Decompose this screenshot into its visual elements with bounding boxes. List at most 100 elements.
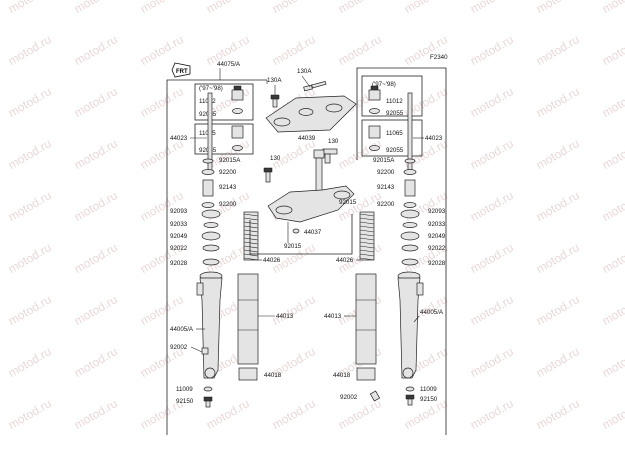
watermark-text: motod.ru — [600, 0, 625, 16]
right-collar — [404, 179, 416, 197]
label-92015A-left: 92015A — [219, 157, 241, 164]
right-adjuster — [368, 125, 381, 151]
spring-coil — [359, 249, 375, 253]
watermark-text: motod.ru — [534, 188, 582, 224]
spring-coil — [243, 229, 259, 233]
watermark-text: motod.ru — [270, 0, 318, 16]
label-92150-left: 92150 — [176, 398, 194, 405]
label-44039: 44039 — [298, 135, 316, 142]
spring-coil — [359, 245, 375, 249]
watermark-text: motod.ru — [138, 84, 186, 120]
lower-clamp-bolt — [263, 167, 273, 183]
spring-coil — [359, 241, 375, 245]
label-130A-1: 130A — [297, 68, 312, 75]
right-bushing — [401, 258, 419, 266]
right-small-screw — [369, 390, 381, 402]
right-oring — [404, 158, 416, 164]
watermark-text: motod.ru — [6, 396, 54, 432]
watermark-text: motod.ru — [600, 32, 625, 68]
left-oil-lock — [238, 367, 258, 381]
label-44013-right: 44013 — [324, 313, 342, 320]
label-92028-right: 92028 — [428, 260, 446, 267]
watermark-text: motod.ru — [600, 292, 625, 328]
spring-coil — [243, 225, 259, 229]
label-44018-left: 44018 — [264, 372, 282, 379]
watermark-text: motod.ru — [600, 136, 625, 172]
watermark-text: motod.ru — [468, 188, 516, 224]
label-97-98-right: ('97~'98) — [372, 81, 396, 88]
watermark-text: motod.ru — [72, 32, 120, 68]
center-frame — [249, 214, 353, 255]
label-92049-right: 92049 — [428, 233, 446, 240]
left-spring — [243, 211, 259, 261]
spring-coil — [359, 257, 375, 261]
label-97-98-left: ('97~'98) — [199, 85, 223, 92]
label-92015-1: 92015 — [339, 199, 357, 206]
left-fork-frame — [166, 79, 268, 435]
left-collar — [202, 179, 214, 197]
stem-nut — [322, 148, 338, 164]
spring-coil — [359, 237, 375, 241]
label-92143-right: 92143 — [377, 184, 395, 191]
label-44026-left: 44026 — [263, 257, 281, 264]
spring-coil — [359, 213, 375, 217]
label-44026-right: 44026 — [336, 257, 354, 264]
watermark-text: motod.ru — [72, 240, 120, 276]
label-92028-left: 92028 — [170, 260, 188, 267]
watermark-text: motod.ru — [72, 292, 120, 328]
label-130-1: 130 — [328, 138, 339, 145]
watermark-text: motod.ru — [138, 0, 186, 16]
watermark-text: motod.ru — [534, 84, 582, 120]
watermark-text: motod.ru — [600, 84, 625, 120]
left-outer-tube — [196, 271, 223, 379]
label-92049-left: 92049 — [170, 233, 188, 240]
upper-clamp-bolt-1 — [270, 94, 280, 108]
watermark-text: motod.ru — [270, 32, 318, 68]
right-spring — [359, 211, 375, 261]
watermark-text: motod.ru — [336, 0, 384, 16]
watermark-text: motod.ru — [468, 344, 516, 380]
spring-coil — [359, 229, 375, 233]
watermark-text: motod.ru — [534, 136, 582, 172]
watermark-text: motod.ru — [600, 188, 625, 224]
watermark-text: motod.ru — [468, 292, 516, 328]
watermark-text: motod.ru — [138, 292, 186, 328]
label-44013-left: 44013 — [276, 313, 294, 320]
left-circlip — [203, 222, 219, 228]
clamp-pinch-bolt — [292, 228, 300, 234]
left-bottom-bolt — [203, 396, 213, 408]
label-92002-right: 92002 — [340, 394, 358, 401]
label-44075: 44075/A — [217, 61, 241, 68]
watermark-text: motod.ru — [402, 0, 450, 16]
watermark-text: motod.ru — [600, 240, 625, 276]
right-bottom-bolt — [405, 394, 415, 406]
front-arrow-icon: FRT — [171, 62, 191, 78]
watermark-text: motod.ru — [72, 344, 120, 380]
label-92033-right: 92033 — [428, 221, 446, 228]
watermark-text: motod.ru — [468, 84, 516, 120]
svg-text:FRT: FRT — [176, 69, 188, 75]
spring-coil — [243, 233, 259, 237]
spring-coil — [243, 217, 259, 221]
right-upper-bracket — [361, 75, 423, 117]
label-92033-left: 92033 — [170, 221, 188, 228]
label-44037: 44037 — [304, 229, 322, 236]
spring-coil — [243, 213, 259, 217]
right-circlip — [402, 222, 418, 228]
right-washer-3 — [401, 244, 419, 252]
label-130-2: 130 — [270, 155, 281, 162]
right-washer-1 — [403, 169, 417, 175]
label-44005A-left: 44005/A — [170, 326, 194, 333]
watermark-text: motod.ru — [6, 240, 54, 276]
label-92015A-right: 92015A — [373, 157, 395, 164]
label-92055-right-1: 92055 — [386, 110, 404, 117]
left-washer-2 — [201, 202, 215, 208]
label-11009-left: 11009 — [176, 386, 193, 393]
spring-coil — [359, 221, 375, 225]
label-11009-right: 11009 — [420, 386, 437, 393]
diagram-code: F2340 — [430, 54, 448, 61]
watermark-text: motod.ru — [336, 396, 384, 432]
label-44018-right: 44018 — [333, 372, 351, 379]
watermark-text: motod.ru — [72, 0, 120, 16]
